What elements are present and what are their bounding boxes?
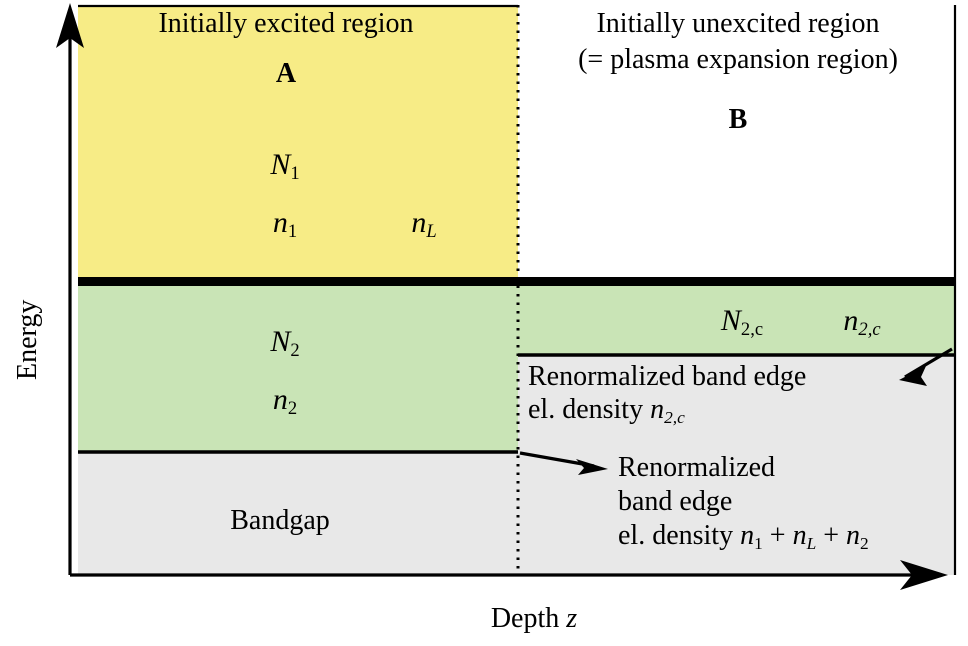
upper-annotation-line1: Renormalized band edge: [528, 361, 807, 392]
x-axis-label-variable: z: [566, 603, 578, 634]
label-n2c-base: n: [843, 304, 859, 337]
label-nL: nL: [411, 206, 437, 243]
label-N1-base: N: [270, 148, 291, 181]
label-N2c: N2,c: [720, 304, 764, 341]
lower-annotation-term-sub: 1: [754, 533, 763, 553]
upper-annotation-variable-base: n: [650, 394, 665, 425]
lower-annotation-term-sub: 2: [860, 533, 869, 553]
upper-annotation-variable-sub: 2,c: [664, 407, 685, 427]
label-N2-sub: 2: [290, 340, 300, 362]
label-N1-sub: 1: [290, 163, 300, 185]
conduction-band-fill-right: [518, 286, 955, 355]
lower-annotation-line3: el. density n1 + nL + n2: [618, 520, 869, 553]
label-N2-base: N: [270, 325, 291, 358]
label-n2-base: n: [272, 383, 288, 416]
lower-annotation-term-base: n: [846, 520, 861, 551]
left-region-tag: A: [275, 58, 297, 89]
label-N2c-base: N: [720, 304, 741, 337]
upper-annotation-prefix: el. density: [528, 394, 644, 425]
lower-annotation-expression: n1 + nL + n2: [733, 520, 869, 553]
lower-annotation-term-4: n2: [846, 520, 869, 553]
label-N2: N2: [270, 325, 300, 362]
lower-annotation-term-2: nL: [792, 520, 817, 553]
label-n1-sub: 1: [287, 221, 298, 243]
lower-annotation-term-base: n: [733, 520, 755, 551]
upper-annotation-line2: el. density n2,c: [528, 394, 685, 427]
right-region-title-line2: (= plasma expansion region): [578, 44, 898, 75]
left-region-title: Initially excited region: [158, 8, 414, 39]
label-N2c-sub: 2,c: [740, 319, 764, 341]
lower-annotation-operator: +: [816, 520, 847, 551]
upper-annotation-variable: n2,c: [650, 394, 685, 427]
x-axis-arrowhead: [900, 560, 948, 590]
lower-annotation-term-0: n1: [733, 520, 763, 553]
label-n1: n1: [272, 206, 298, 243]
label-n2c: n2,c: [843, 304, 881, 341]
lower-annotation-line1: Renormalized: [618, 452, 776, 483]
lower-annotation-arrowhead: [576, 459, 608, 475]
label-n2: n2: [272, 383, 298, 420]
y-axis-label: Energy: [12, 299, 43, 380]
x-axis-label-text: Depth: [490, 603, 560, 634]
label-nL-base: n: [411, 206, 427, 239]
label-nL-sub: L: [426, 221, 437, 243]
label-N1: N1: [270, 148, 300, 185]
y-axis-arrowhead: [56, 3, 84, 48]
lower-annotation-line2: band edge: [618, 486, 733, 517]
bandgap-fill-left: [78, 452, 518, 575]
lower-annotation-operator: +: [762, 520, 793, 551]
right-region-title-line1: Initially unexcited region: [596, 8, 880, 39]
right-region-tag: B: [728, 104, 748, 135]
label-n2-sub: 2: [287, 398, 298, 420]
lower-annotation-term-base: n: [792, 520, 807, 551]
band-edge-thick-line: [78, 277, 955, 286]
excited-region-fill: [78, 5, 518, 277]
lower-annotation-term-sub: L: [806, 533, 817, 553]
lower-annotation-prefix: el. density: [618, 520, 734, 551]
bandgap-label: Bandgap: [230, 505, 330, 536]
x-axis-label: Depth z: [491, 603, 577, 634]
upper-annotation-arrow: [904, 347, 953, 379]
label-n2c-sub: 2,c: [858, 319, 881, 341]
conduction-band-fill-left: [78, 286, 518, 452]
label-n1-base: n: [272, 206, 288, 239]
upper-annotation-arrowhead: [899, 366, 927, 386]
